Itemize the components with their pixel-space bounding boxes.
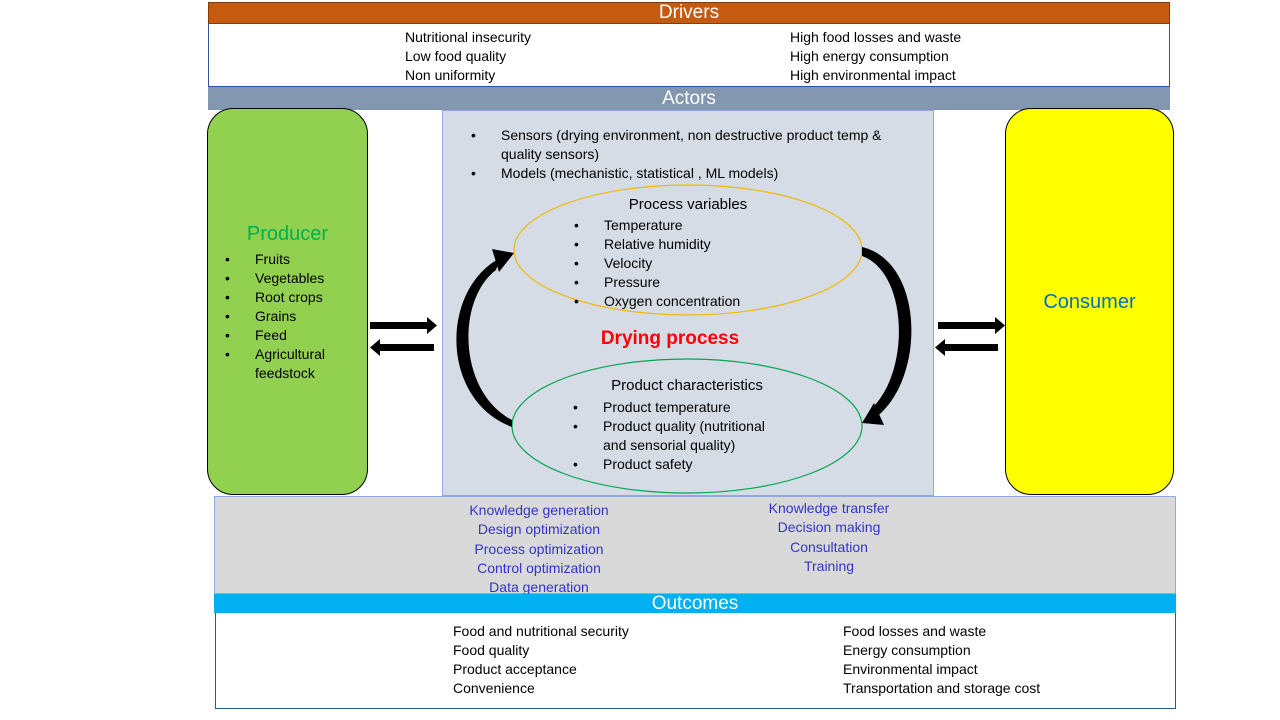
method-item: Knowledge transfer — [768, 500, 890, 516]
method-item: Decision making — [777, 519, 881, 536]
drivers-panel: Nutritional insecurity Low food quality … — [208, 24, 1170, 87]
outcome-item: Convenience — [453, 680, 535, 696]
producer-title: Producer — [246, 223, 329, 245]
tools-item: Sensors (drying environment, non destruc… — [471, 126, 911, 164]
outcomes-title: Outcomes — [651, 592, 739, 614]
method-item: Knowledge generation — [469, 502, 609, 518]
arrow-left-icon — [370, 339, 434, 356]
producer-item: Fruits — [225, 250, 365, 269]
process-variable-item: Oxygen concentration — [574, 292, 774, 311]
method-item: Design optimization — [477, 521, 601, 538]
drying-process-label: Drying process — [600, 328, 740, 349]
driver-item: Nutritional insecurity — [405, 29, 532, 45]
producer-box: Producer Fruits Vegetables Root crops Gr… — [207, 108, 368, 495]
drivers-right-list: High food losses and waste High energy c… — [790, 28, 961, 85]
methods-left-list: Knowledge generation Design optimization… — [449, 501, 629, 597]
curved-arrow-up-icon — [456, 258, 512, 427]
driver-item: High energy consumption — [790, 48, 949, 64]
driver-item: High environmental impact — [790, 67, 956, 83]
producer-item: Root crops — [225, 288, 365, 307]
outcomes-panel: Food and nutritional security Food quali… — [215, 613, 1176, 709]
process-variables-title: Process variables — [628, 196, 748, 213]
consumer-title: Consumer — [1043, 291, 1136, 313]
actors-header: Actors — [208, 87, 1170, 110]
actors-title: Actors — [662, 87, 716, 109]
process-variable-item: Relative humidity — [574, 235, 774, 254]
producer-item: Vegetables — [225, 269, 365, 288]
process-variables-list: Temperature Relative humidity Velocity P… — [574, 216, 774, 311]
driver-item: Non uniformity — [405, 67, 496, 83]
arrow-left-icon — [935, 339, 998, 356]
outcome-item: Food and nutritional security — [453, 623, 629, 639]
outcome-item: Food losses and waste — [843, 623, 987, 639]
product-characteristics-list: Product temperature Product quality (nut… — [573, 398, 788, 474]
driver-item: High food losses and waste — [790, 29, 962, 45]
producer-list: Fruits Vegetables Root crops Grains Feed… — [225, 250, 365, 383]
method-item: Process optimization — [474, 540, 604, 557]
arrowhead-down-icon — [862, 403, 884, 425]
arrow-right-icon — [370, 317, 437, 334]
method-item: Training — [803, 557, 855, 574]
outcome-item: Food quality — [453, 642, 530, 658]
producer-item: Grains — [225, 307, 365, 326]
product-characteristic-item: Product safety — [573, 455, 788, 474]
producer-item: Feed — [225, 326, 365, 345]
outcomes-header: Outcomes — [214, 592, 1176, 614]
process-variable-item: Velocity — [574, 254, 774, 273]
process-variable-item: Pressure — [574, 273, 774, 292]
outcome-item: Energy consumption — [843, 642, 971, 658]
producer-item: Agricultural feedstock — [225, 345, 335, 383]
product-characteristic-item: Product quality (nutritional and sensori… — [573, 417, 788, 455]
outcome-item: Transportation and storage cost — [843, 680, 1041, 696]
product-characteristics-title: Product characteristics — [611, 377, 763, 394]
driver-item: Low food quality — [405, 48, 507, 64]
arrow-right-icon — [938, 317, 1005, 334]
tools-list: Sensors (drying environment, non destruc… — [471, 126, 911, 183]
drivers-title: Drivers — [658, 2, 720, 23]
curved-arrow-down-icon — [862, 247, 912, 418]
method-item: Consultation — [790, 538, 868, 555]
product-characteristic-item: Product temperature — [573, 398, 788, 417]
tools-item: Models (mechanistic, statistical , ML mo… — [471, 164, 911, 183]
process-variable-item: Temperature — [574, 216, 774, 235]
outcome-item: Product acceptance — [453, 661, 577, 677]
outcomes-decrease-list: Food losses and waste Energy consumption… — [843, 622, 1040, 698]
methods-right-list: Knowledge transfer Decision making Consu… — [739, 499, 919, 576]
method-item: Control optimization — [477, 559, 601, 576]
drivers-header: Drivers — [208, 2, 1170, 24]
arrowhead-up-icon — [492, 249, 514, 272]
consumer-box: Consumer — [1005, 108, 1174, 495]
outcome-item: Environmental impact — [843, 661, 978, 677]
drivers-left-list: Nutritional insecurity Low food quality … — [405, 28, 531, 85]
method-item: Data generation — [489, 579, 589, 596]
outcomes-increase-list: Food and nutritional security Food quali… — [453, 622, 629, 698]
methods-panel: Knowledge generation Design optimization… — [214, 496, 1176, 597]
